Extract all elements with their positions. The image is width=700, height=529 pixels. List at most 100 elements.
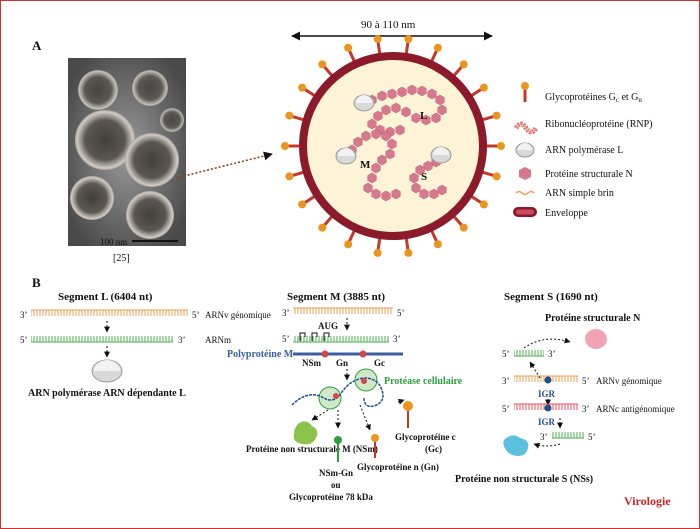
gn-protein-icon [371, 434, 379, 442]
rnp-bead [361, 130, 371, 142]
rnp-bead [423, 160, 433, 172]
rnp-bead [373, 110, 383, 122]
s-mrna1-5prime: 5’ [502, 349, 510, 359]
glycoprotein-head [298, 83, 307, 92]
legend-glycoprotein: Glycoprotéines Gc et Gn [545, 92, 642, 104]
glycoprotein-head [433, 240, 442, 249]
s-crna-3prime: 3’ [582, 404, 590, 414]
rnp-bead [437, 184, 447, 196]
igr-marker-1 [544, 376, 552, 384]
igr-label-1: IGR [538, 389, 556, 399]
segment-m-3prime: 3’ [282, 308, 290, 318]
glycoprotein-head [373, 35, 382, 44]
segment-l-mrna [31, 336, 173, 342]
segment-l-mrna-5prime: 5’ [20, 335, 28, 345]
glycoprotein-head [492, 111, 501, 120]
rnp-l-letter: L [420, 110, 427, 122]
legend-polymerase: ARN polymérase L [545, 145, 623, 156]
glycoprotein-head [318, 60, 327, 69]
s-mrna2-3prime: 3’ [540, 432, 548, 442]
glycoprotein-head [285, 111, 294, 120]
gc-protein-icon [403, 401, 413, 411]
igr-label-2: IGR [538, 417, 556, 427]
polymerase-s-icon [430, 146, 452, 164]
rnp-bead [367, 172, 377, 184]
glycoprotein-head [298, 200, 307, 209]
s-mrna2-5prime: 5’ [588, 432, 596, 442]
rnp-bead [367, 118, 377, 130]
nsm-gn-line-1: NSm-Gn [319, 468, 353, 478]
rnp-bead [431, 112, 441, 124]
panel-a-label: A [32, 38, 42, 53]
n-protein-label: Protéine structurale N [545, 313, 641, 324]
virologie-logo: Virologie [624, 494, 671, 508]
scale-bar-label: 100 nm [100, 237, 127, 247]
rnp-bead [415, 164, 425, 176]
rnp-bead [387, 138, 397, 150]
glycoprotein-head [404, 35, 413, 44]
protease-blob-1 [318, 386, 342, 410]
segment-m-mrna [293, 336, 389, 342]
em-micrograph: 100 nm [68, 58, 186, 247]
rnp-bead [381, 104, 391, 116]
segment-s-title: Segment S (1690 nt) [504, 291, 598, 303]
zoom-connector [175, 151, 273, 179]
protease-label: Protéase cellulaire [384, 376, 463, 387]
cleavage-site-2 [359, 350, 367, 358]
gn-protein-label: Glycoprotéine n (Gn) [357, 462, 439, 472]
glycoprotein-head [479, 200, 488, 209]
rnp-bead [407, 84, 417, 96]
rnp-bead [385, 148, 395, 160]
polymerase-m-icon [335, 147, 357, 165]
segment-l-vrna [31, 310, 188, 316]
rnp-bead [377, 90, 387, 102]
polymerase-icon [515, 142, 535, 158]
segment-s: Segment S (1690 nt) Protéine structurale… [455, 291, 675, 485]
nss-protein-label: Protéine non structurale S (NSs) [455, 474, 593, 485]
segment-l-arnv: ARNv génomique [205, 310, 271, 320]
reference-label: [25] [113, 253, 130, 264]
ssrna-icon [515, 190, 535, 196]
glycoprotein-head [344, 240, 353, 249]
igr-marker-2 [544, 404, 552, 412]
nsm-gn-icon [334, 436, 342, 444]
segment-l-title: Segment L (6404 nt) [58, 291, 153, 303]
polymerase-l-icon [353, 94, 375, 112]
nsm-gn-line-3: Glycoprotéine 78 kDa [289, 492, 373, 502]
logo-text: Virologie [624, 494, 671, 508]
segment-l-mrna-3prime: 3’ [178, 335, 186, 345]
s-mrna-2 [552, 432, 584, 438]
rnp-bead [435, 94, 445, 106]
gc-protein-line-2: (Gc) [425, 444, 442, 454]
gc-protein-line-1: Glycoprotéine c [395, 432, 456, 442]
s-crna-5prime: 5’ [502, 404, 510, 414]
rnp-bead [417, 85, 427, 97]
rnp-bead [391, 102, 401, 114]
rnp-bead [391, 188, 401, 200]
rnp-bead [427, 88, 437, 100]
nss-protein-icon [503, 435, 529, 456]
glycoprotein-head [344, 43, 353, 52]
nsm-protein-label: Protéine non structurale M (NSm) [246, 444, 378, 454]
rnp-bead [371, 128, 381, 140]
segment-m-mrna-5prime: 5’ [282, 334, 290, 344]
glycoprotein-head [459, 60, 468, 69]
cleavage-site-1 [321, 350, 329, 358]
rnp-bead [419, 188, 429, 200]
rnp-bead [429, 188, 439, 200]
segment-l: Segment L (6404 nt) 3’ 5’ ARNv génomique… [20, 291, 271, 399]
glycoprotein-head [433, 43, 442, 52]
envelope-icon [513, 207, 537, 217]
s-arnc: ARNc antigénomique [596, 404, 675, 414]
rnp-bead [437, 104, 447, 116]
rnp-bead [401, 106, 411, 118]
gn-label: Gn [336, 358, 348, 368]
legend-n-protein: Protéine structurale N [545, 169, 633, 180]
glycoprotein-head [318, 223, 327, 232]
legend: Glycoprotéines Gc et Gn Ribonucléoprotéi… [513, 82, 652, 219]
glycoprotein-head [459, 223, 468, 232]
polymerase-product-icon [91, 359, 123, 383]
rnp-bead [371, 162, 381, 174]
rnp-bead [397, 86, 407, 98]
nsm-gn-line-2: ou [331, 480, 341, 490]
